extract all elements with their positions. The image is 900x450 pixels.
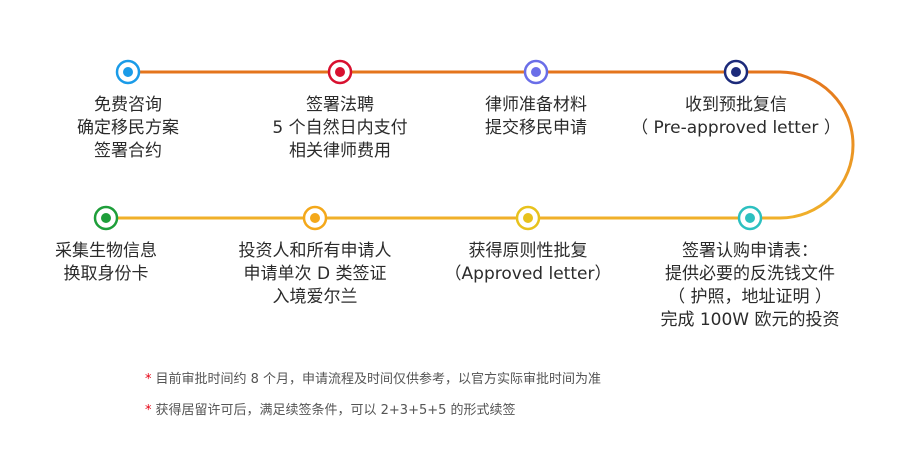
step-8-label: 采集生物信息换取身份卡	[0, 240, 221, 286]
note-star: *	[145, 403, 152, 418]
step-1-label: 免费咨询确定移民方案签署合约	[13, 94, 243, 163]
step-5-line-4: 完成 100W 欧元的投资	[660, 310, 840, 330]
step-7-line-2: 申请单次 D 类签证	[243, 264, 387, 284]
step-2-label: 签署法聘 5 个自然日内支付相关律师费用	[225, 94, 455, 163]
step-2-line-1: 签署法聘	[306, 95, 374, 115]
note-approval-time: *目前审批时间约 8 个月，申请流程及时间仅供参考，以官方实际审批时间为准	[145, 368, 601, 387]
step-6-line-1: 获得原则性批复	[468, 241, 588, 261]
step-4-marker-icon	[723, 59, 749, 85]
step-5-line-1: 签署认购申请表：	[682, 241, 818, 261]
step-8-line-1: 采集生物信息	[55, 241, 157, 261]
step-3-line-1: 律师准备材料	[485, 95, 587, 115]
step-1-line-3: 签署合约	[94, 141, 162, 161]
step-5-label: 签署认购申请表： 提供必要的反洗钱文件 （ 护照，地址证明 ） 完成 100W 欧元的…	[635, 240, 865, 332]
step-5-marker-icon	[737, 205, 763, 231]
step-7-marker-icon	[302, 205, 328, 231]
step-6-marker-icon	[515, 205, 541, 231]
step-3-marker-icon	[523, 59, 549, 85]
note-text: 目前审批时间约 8 个月，申请流程及时间仅供参考，以官方实际审批时间为准	[155, 372, 602, 387]
step-4-line-2: （ Pre-approved letter ）	[631, 118, 841, 138]
step-1-marker-icon	[115, 59, 141, 85]
note-renewal: *获得居留许可后，满足续签条件，可以 2+3+5+5 的形式续签	[145, 399, 516, 418]
step-6-line-2: （Approved letter）	[444, 264, 612, 284]
step-5-line-2: 提供必要的反洗钱文件	[665, 264, 835, 284]
step-2-marker-icon	[327, 59, 353, 85]
step-2-line-2: 5 个自然日内支付	[272, 118, 408, 138]
step-8-line-2: 换取身份卡	[63, 264, 149, 284]
step-7-line-1: 投资人和所有申请人	[238, 241, 392, 261]
step-1-line-2: 确定移民方案	[77, 118, 179, 138]
step-6-label: 获得原则性批复 （Approved letter）	[413, 240, 643, 286]
note-star: *	[145, 372, 152, 387]
note-text: 获得居留许可后，满足续签条件，可以 2+3+5+5 的形式续签	[155, 403, 516, 418]
timeline-connector-arc	[736, 70, 855, 220]
step-4-line-1: 收到预批复信	[685, 95, 787, 115]
step-2-line-3: 相关律师费用	[289, 141, 391, 161]
step-7-label: 投资人和所有申请人申请单次 D 类签证入境爱尔兰	[200, 240, 430, 309]
step-7-line-3: 入境爱尔兰	[272, 287, 358, 307]
step-3-line-2: 提交移民申请	[485, 118, 587, 138]
step-1-line-1: 免费咨询	[94, 95, 162, 115]
step-4-label: 收到预批复信 （ Pre-approved letter ）	[621, 94, 851, 140]
step-8-marker-icon	[93, 205, 119, 231]
step-5-line-3: （ 护照，地址证明 ）	[668, 287, 832, 307]
step-3-label: 律师准备材料提交移民申请	[421, 94, 651, 140]
